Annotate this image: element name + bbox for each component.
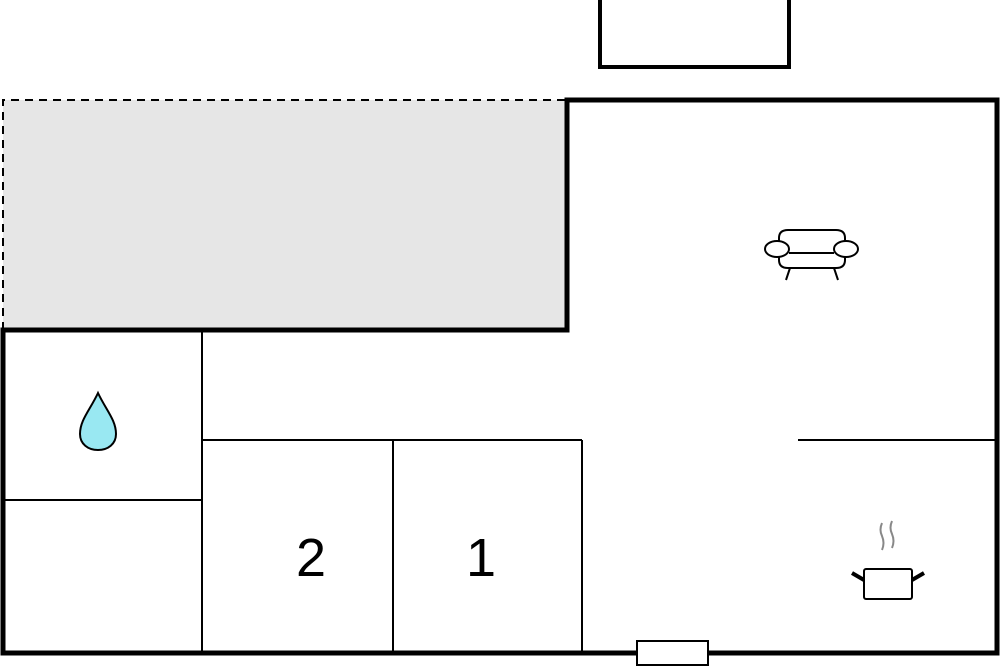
- room-label-2: 2: [296, 528, 326, 588]
- window: [636, 640, 709, 666]
- exterior-walls: [0, 97, 1000, 656]
- terrace-dashed-outline: [2, 99, 567, 330]
- terrace-area: [3, 100, 567, 330]
- sofa-icon: [764, 229, 859, 281]
- outbuilding: [598, 0, 791, 69]
- room-label-1: 1: [466, 528, 496, 588]
- interior-walls: [3, 330, 997, 653]
- cooking-pot-icon: [850, 520, 926, 600]
- water-drop-icon: [78, 390, 118, 452]
